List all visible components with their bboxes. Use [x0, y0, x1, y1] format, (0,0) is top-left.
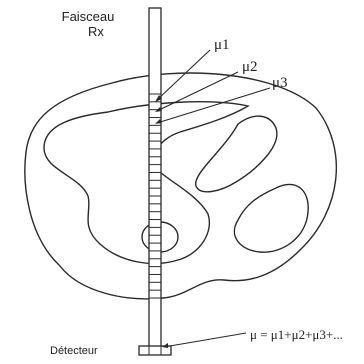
detector-label: Détecteur [50, 345, 98, 357]
mu1-label: μ1 [214, 37, 230, 53]
right-lower-lobe [234, 184, 308, 252]
mu3-label: μ3 [272, 75, 288, 91]
attenuation-formula: μ = μ1+μ2+μ3+... [250, 327, 343, 342]
mu3-pointer [157, 88, 270, 123]
mu1-pointer [157, 50, 210, 100]
xray-beam [149, 8, 161, 351]
beam-label-line1: Faisceau [62, 9, 115, 24]
beam-label-line2: Rx [88, 24, 104, 39]
mu2-pointer [157, 72, 238, 111]
sum-pointer [164, 333, 246, 347]
right-upper-lobe [196, 116, 277, 192]
inner-organ-region [44, 102, 248, 264]
mu2-label: μ2 [242, 59, 258, 75]
body-outline [25, 73, 336, 299]
